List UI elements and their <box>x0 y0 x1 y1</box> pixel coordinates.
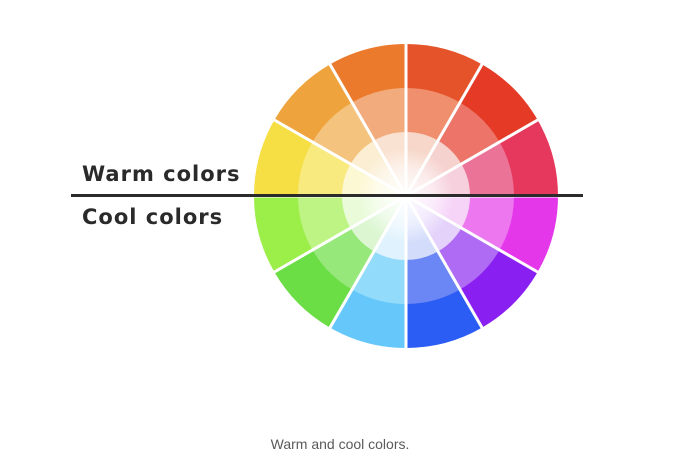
wheel-spoke <box>405 194 540 274</box>
figure-caption: Warm and cool colors. <box>270 436 410 452</box>
cool-colors-label: Cool colors <box>82 205 224 229</box>
wheel-spoke <box>328 195 408 330</box>
wheel-spoke <box>404 195 484 330</box>
warm-colors-label: Warm colors <box>82 162 241 186</box>
wheel-spoke <box>272 194 407 274</box>
wheel-spoke <box>404 62 484 197</box>
warm-cool-divider-line <box>71 194 583 197</box>
wheel-spoke <box>328 62 408 197</box>
wheel-spoke <box>405 118 540 198</box>
wheel-spoke <box>272 118 407 198</box>
